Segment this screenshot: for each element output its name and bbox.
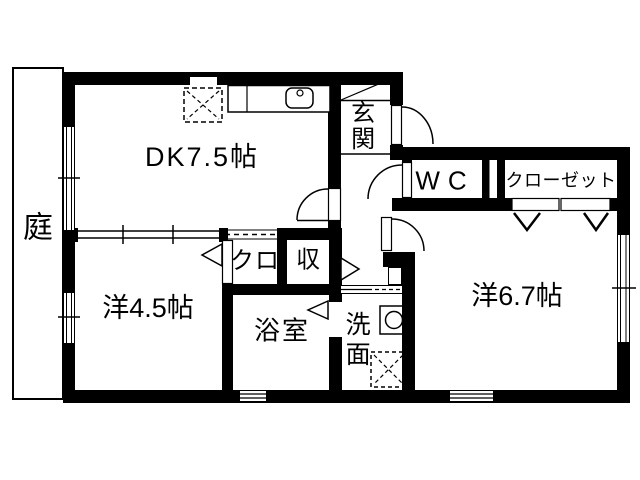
wall-bottom: [63, 390, 630, 403]
wall-hall-corner: [383, 252, 415, 267]
small-closet-top-track: [222, 229, 277, 240]
fixtures: [183, 84, 409, 388]
washroom-sliding-door: [341, 267, 402, 294]
wall-dk-east-stub: [328, 221, 341, 230]
room-label-entrance: 玄関: [346, 100, 374, 152]
room-label-dining-kitchen: DK7.5帖: [144, 141, 260, 172]
sliding-door-pocket: [388, 267, 402, 285]
window-right-room67: [612, 235, 636, 342]
kitchen-counter: [227, 84, 331, 113]
doors: [200, 104, 611, 337]
windows: [58, 77, 636, 401]
room67-door: [380, 216, 425, 252]
room-label-western-room-67: 洋6.7帖: [471, 280, 563, 311]
bath-door: [306, 299, 342, 337]
window-left-room45: [58, 293, 80, 343]
window-left-dk: [58, 127, 80, 230]
partitions: [75, 79, 390, 285]
wall-closet-right-corner: [610, 198, 630, 211]
laundry-pan-space: [370, 351, 407, 388]
wall-top: [63, 72, 403, 85]
room-label-toilet: WC: [415, 165, 475, 196]
wc-door: [367, 161, 413, 200]
sliding-partition-dk-room45: [75, 225, 222, 244]
room-label-bathroom: 浴室: [253, 315, 311, 346]
refrigerator-space: [183, 87, 223, 123]
garden-outline: [12, 67, 64, 400]
wall-wc-top: [390, 147, 630, 160]
entrance-door: [390, 104, 434, 146]
room-label-small-closet: クロ: [230, 247, 280, 275]
wall-bath-top: [222, 284, 342, 295]
bath-door-arrow: [306, 299, 329, 321]
wc-closet-slot: [489, 160, 497, 198]
small-closet-door-arrow: [200, 242, 223, 268]
kitchen-sink: [285, 87, 314, 109]
room-label-washroom: 洗面: [342, 311, 371, 371]
wall-partition-stub-right: [219, 228, 228, 242]
dk-door: [296, 187, 342, 222]
wall-closet-divider: [277, 240, 287, 284]
wall-wc-left-stub: [402, 156, 412, 162]
wall-storage-top: [277, 228, 342, 240]
wall-bath-left: [222, 284, 233, 390]
washing-machine: [379, 305, 409, 335]
window-bottom-room67: [450, 391, 493, 401]
wall-wc-bottom: [392, 198, 512, 211]
faucet-icon: [296, 89, 304, 97]
storage-door-arrow: [340, 256, 361, 282]
top-wall-notch: [190, 77, 217, 85]
closet-folding-doors: [511, 197, 611, 233]
room-label-closet: クローゼット: [505, 170, 617, 191]
room-label-storage: 収: [296, 246, 320, 274]
window-bottom-bath: [240, 391, 266, 401]
small-closet-panel: [221, 239, 234, 285]
wall-dk-east-upper: [328, 85, 341, 188]
wall-partition-stub-left: [69, 228, 78, 242]
room-label-western-room-45: 洋4.5帖: [102, 292, 194, 323]
wall-hall-storage: [329, 228, 342, 295]
room-label-garden: 庭: [23, 211, 53, 245]
entrance-step: [340, 79, 390, 155]
